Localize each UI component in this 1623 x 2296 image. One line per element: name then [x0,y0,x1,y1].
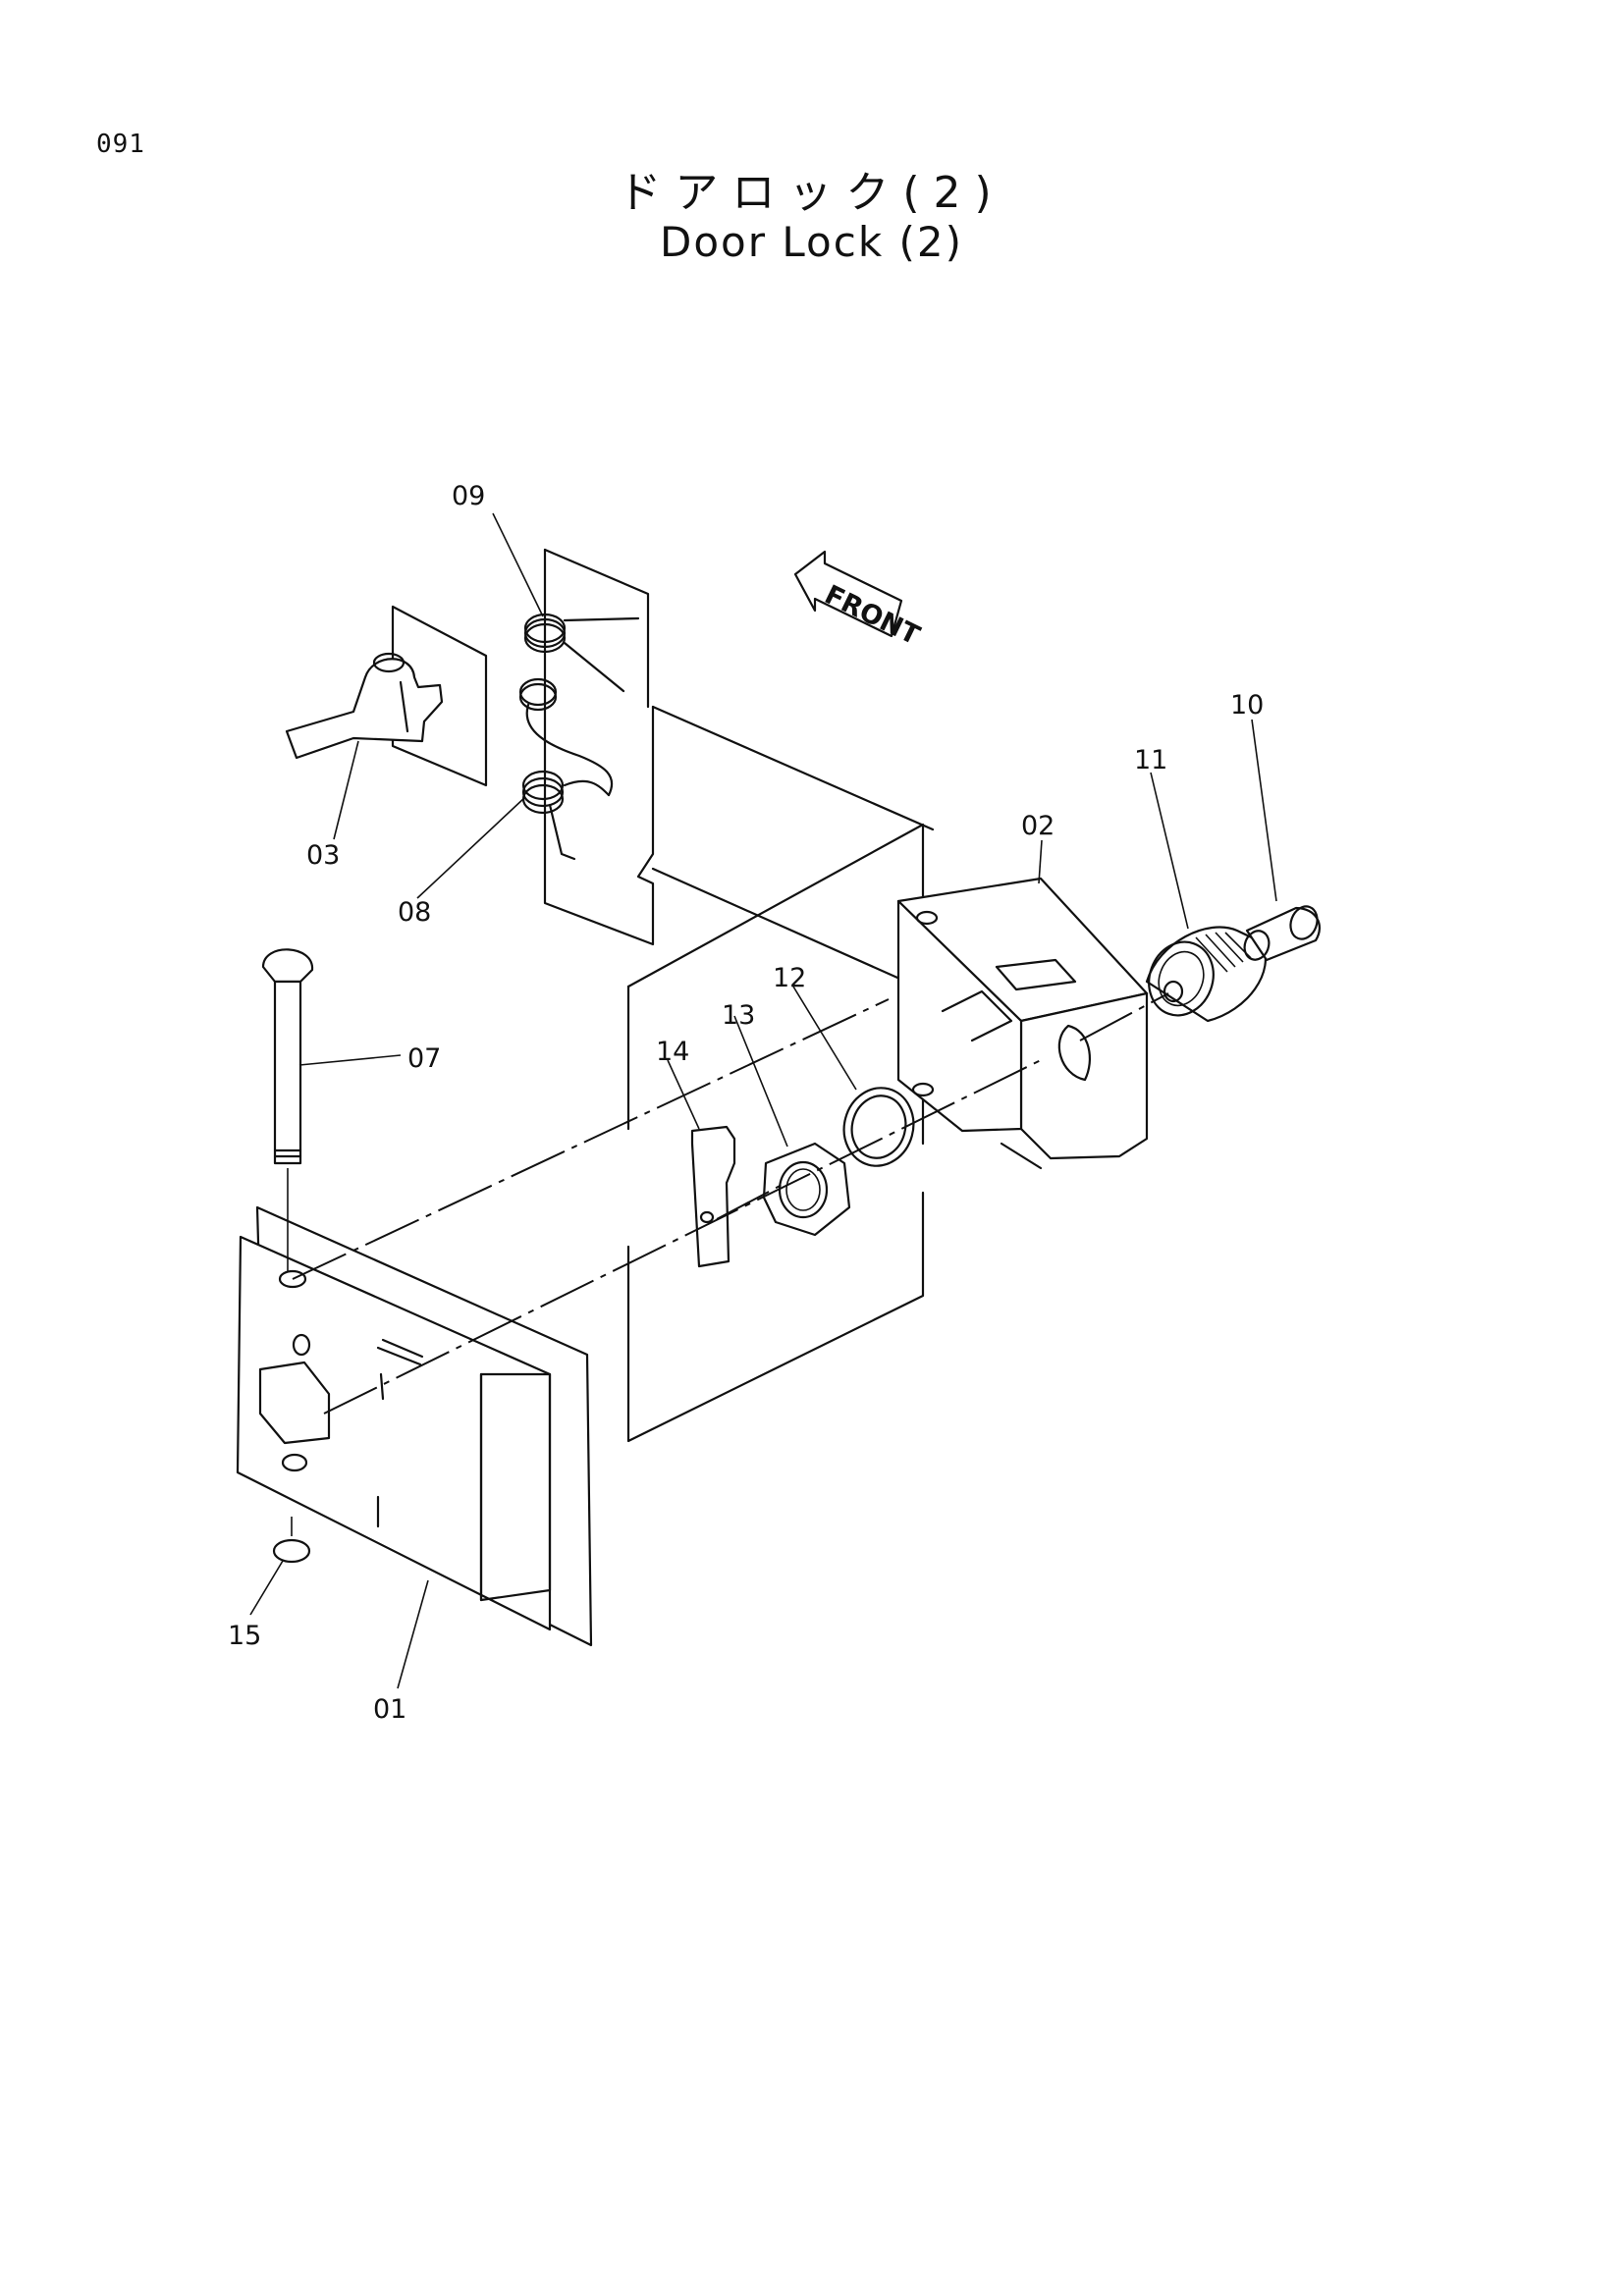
part-14-latch-plate [690,1125,736,1268]
part-10-key-plug [1243,905,1322,962]
page-number: 091 [96,130,145,159]
part-12-washer [842,1087,915,1167]
part-08-spring-lower [521,770,611,861]
callout-10: 10 [1230,690,1264,721]
callout-15: 15 [228,1621,261,1651]
part-03-lever [285,652,444,760]
callout-labels: 09 10 11 02 12 13 14 03 08 07 15 01 [228,481,1264,1725]
callout-14: 14 [656,1037,689,1067]
callout-12: 12 [773,963,806,993]
title-japanese: ドアロック(2) [618,168,1005,218]
leader-lines [249,512,1277,1689]
callout-03: 03 [306,840,340,871]
callout-08: 08 [398,897,431,928]
callout-07: 07 [407,1043,441,1074]
assembly-outline-lower [626,823,925,1443]
callout-13: 13 [722,1000,755,1031]
assembly-outline-upper [391,548,935,995]
front-arrow: FRONT [793,550,925,652]
callout-11: 11 [1134,745,1167,775]
title-english: Door Lock (2) [660,218,963,266]
callout-09: 09 [452,481,485,511]
part-07-pin [261,948,314,1271]
assembly-centerlines [292,992,1169,1415]
callout-01: 01 [373,1694,406,1725]
part-15-snap-ring [272,1517,311,1564]
part-13-nut [762,1142,851,1237]
part-09-spring-upper [518,613,640,797]
part-01-housing [236,1205,593,1647]
part-02-bracket [896,877,1149,1170]
callout-02: 02 [1021,811,1055,841]
